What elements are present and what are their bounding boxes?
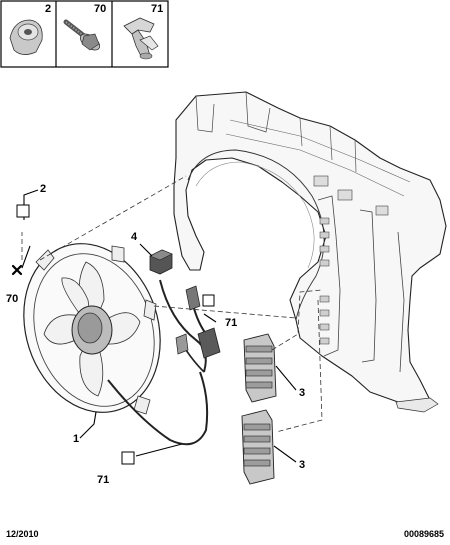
fan-assembly <box>23 243 209 446</box>
marker-square-clip-upper <box>202 294 215 307</box>
callout-4: 4 <box>131 231 138 243</box>
table-ref-71: 71 <box>151 3 163 15</box>
screw-icon <box>63 19 101 51</box>
screw-position-x-icon <box>11 264 23 276</box>
relay <box>149 249 173 275</box>
seal-pack-lower <box>241 409 275 485</box>
marker-square-clip-lower <box>121 451 135 465</box>
callout-71-lower: 71 <box>97 474 109 486</box>
footer-date: 12/2010 <box>6 529 39 539</box>
callout-3-upper: 3 <box>299 387 305 399</box>
seal-pack-upper <box>243 333 277 403</box>
wiring-harness <box>159 279 221 373</box>
parts-table-cell-clip: 71 <box>123 3 163 60</box>
assembly-guide-lines <box>21 175 323 433</box>
clip-icon <box>123 17 159 60</box>
marker-square-nut <box>16 204 30 218</box>
table-ref-2: 2 <box>45 3 51 15</box>
callout-71-upper: 71 <box>225 317 237 329</box>
nut-icon <box>9 19 43 55</box>
frame-slot-group <box>319 217 330 345</box>
parts-table-cell-screw: 70 <box>63 3 106 51</box>
callout-1: 1 <box>73 433 79 445</box>
footer-doc-number: 00089685 <box>403 529 444 539</box>
callout-2: 2 <box>40 183 46 195</box>
callout-3-lower: 3 <box>299 459 305 471</box>
radiator-frame <box>173 91 447 413</box>
table-ref-70: 70 <box>94 3 106 15</box>
callout-70: 70 <box>6 293 18 305</box>
parts-table: 2 70 71 <box>0 0 169 68</box>
parts-table-cell-nut: 2 <box>9 3 51 55</box>
